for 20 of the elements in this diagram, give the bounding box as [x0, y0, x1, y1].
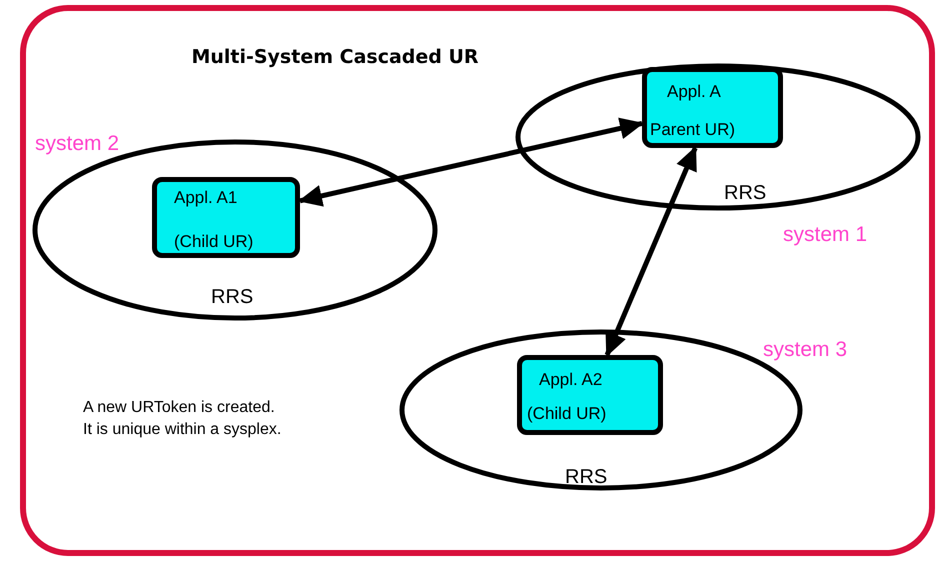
system-label: system 1 [783, 223, 868, 247]
double-arrow [604, 146, 698, 357]
node-label: RRS [565, 466, 608, 489]
node-label: Parent UR) [650, 120, 736, 140]
process-box [517, 355, 663, 435]
node-label: (Child UR) [527, 404, 606, 424]
note-text: A new URToken is created. It is unique within a sysplex. [83, 398, 282, 440]
node-label: (Child UR) [174, 232, 254, 252]
double-arrow [298, 118, 644, 207]
node-label: RRS [724, 182, 766, 205]
node-label: Appl. A1 [174, 188, 238, 208]
node-label: Appl. A [667, 82, 721, 102]
process-box [642, 67, 783, 148]
system-ellipse [516, 64, 920, 210]
process-box [152, 177, 300, 258]
system-label: system 3 [763, 338, 848, 362]
node-label: RRS [211, 286, 254, 309]
system-label: system 2 [35, 132, 120, 156]
diagram-title: Multi-System Cascaded UR [190, 45, 480, 70]
node-label: Appl. A2 [539, 370, 602, 390]
